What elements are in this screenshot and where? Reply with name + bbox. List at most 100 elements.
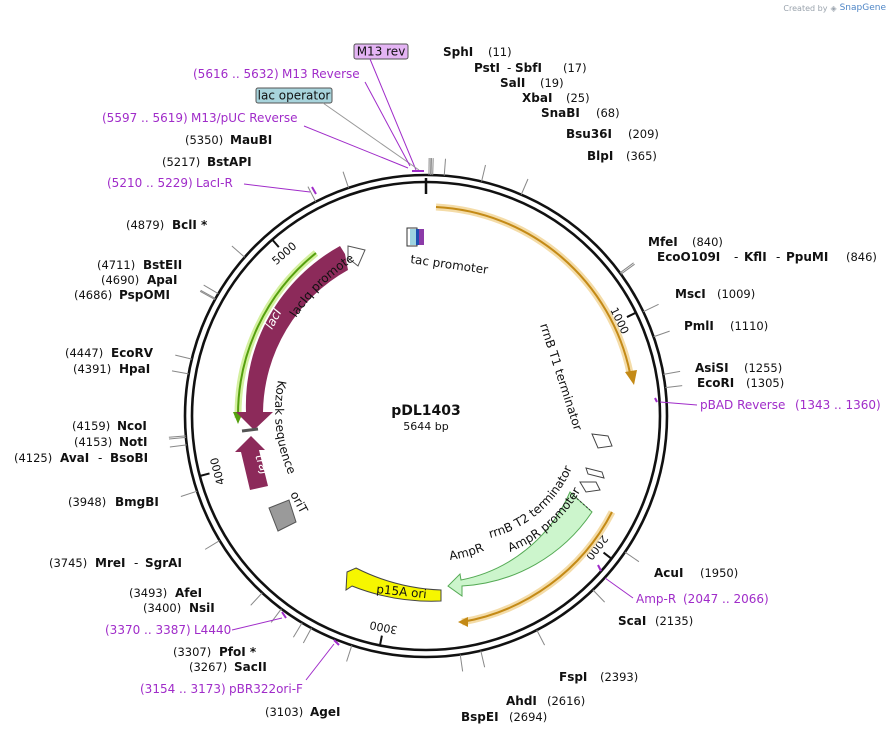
enzyme-NsiI[interactable]: (3400) NsiI <box>143 601 215 615</box>
primer-M13-Reverse[interactable]: (5616 .. 5632) M13 Reverse <box>193 67 360 81</box>
enzyme-BlpI[interactable]: BlpI (365) <box>587 149 657 163</box>
primer-M13-pUC-Reverse[interactable]: (5597 .. 5619) M13/pUC Reverse <box>102 111 298 125</box>
enzyme-site-tick <box>169 444 187 448</box>
enzyme-name: ApaI <box>147 273 177 287</box>
enzyme-AfeI[interactable]: (3493) AfeI <box>129 586 202 600</box>
enzyme-position: (4879) <box>126 218 164 232</box>
enzyme-name: BsoBI <box>110 451 148 465</box>
primer-name: L4440 <box>194 623 231 637</box>
feature-label-tac-promoter: tac promoter <box>410 252 489 277</box>
enzyme-position: (2694) <box>509 710 547 724</box>
plasmid-size: 5644 bp <box>403 420 448 433</box>
enzyme-position: (68) <box>596 106 620 120</box>
enzyme-name: MreI <box>95 556 125 570</box>
enzyme-position: (4159) <box>72 419 110 433</box>
primer-LacI-R[interactable]: (5210 .. 5229) LacI-R <box>107 176 233 190</box>
enzyme-BclI[interactable]: (4879) BclI * <box>126 218 208 232</box>
enzyme-SalI[interactable]: SalI (19) <box>500 76 564 90</box>
enzyme-ApaI[interactable]: (4690) ApaI <box>101 273 177 287</box>
enzyme-AvaI-BsoBI[interactable]: (4125) AvaI - BsoBI <box>14 451 148 465</box>
enzyme-BstEII[interactable]: (4711) BstEII <box>97 258 182 272</box>
enzyme-MreI-SgrAI[interactable]: (3745) MreI - SgrAI <box>49 556 182 570</box>
enzyme-site-tick <box>624 551 640 563</box>
separator: - <box>776 250 780 264</box>
enzyme-NcoI[interactable]: (4159) NcoI <box>72 419 147 433</box>
box-lac-operator[interactable]: lac operator <box>255 87 333 104</box>
feature-label-kozak: Kozak sequence <box>272 379 299 476</box>
enzyme-EcoO109I-KflI-PpuMI[interactable]: EcoO109I - KflI - PpuMI (846) <box>657 250 877 264</box>
enzyme-site-tick <box>204 540 220 550</box>
primer-pBR322ori-F[interactable]: (3154 .. 3173) pBR322ori-F <box>140 682 303 696</box>
enzyme-leader-lines <box>168 158 683 672</box>
primer-pBAD-Reverse[interactable]: pBAD Reverse (1343 .. 1360) <box>700 398 881 412</box>
enzyme-site-tick <box>620 263 635 275</box>
enzyme-AhdI[interactable]: AhdI (2616) <box>506 694 585 708</box>
created-by-text: Created by <box>783 3 828 13</box>
enzyme-site-tick <box>203 284 219 295</box>
enzyme-site-tick <box>346 645 353 662</box>
enzyme-MfeI[interactable]: MfeI (840) <box>648 235 723 249</box>
enzyme-MauBI[interactable]: (5350) MauBI <box>185 133 272 147</box>
feature-tac-orf-arrow <box>435 203 637 385</box>
enzyme-site-tick <box>231 245 246 258</box>
enzyme-AgeI[interactable]: (3103) AgeI <box>265 705 340 719</box>
enzyme-name: SacII <box>234 660 267 674</box>
feature-p15A-ori: p15A ori <box>345 567 442 602</box>
enzyme-XbaI[interactable]: XbaI (25) <box>522 91 590 105</box>
enzyme-site-tick <box>480 650 486 668</box>
enzyme-EcoRV[interactable]: (4447) EcoRV <box>65 346 154 360</box>
enzyme-AsiSI[interactable]: AsiSI (1255) <box>695 361 782 375</box>
enzyme-site-tick <box>520 178 529 195</box>
enzyme-PmlI[interactable]: PmlI (1110) <box>684 319 768 333</box>
enzyme-FspI[interactable]: FspI (2393) <box>559 670 638 684</box>
feature-traJ: traJ <box>235 436 273 490</box>
enzyme-position: (19) <box>540 76 564 90</box>
enzyme-name: FspI <box>559 670 587 684</box>
enzyme-name: SbfI <box>515 61 542 75</box>
enzyme-position: (1110) <box>730 319 768 333</box>
enzyme-name: EcoRV <box>111 346 154 360</box>
enzyme-name: BmgBI <box>115 495 159 509</box>
enzyme-position: (3267) <box>189 660 227 674</box>
separator: - <box>734 250 738 264</box>
enzyme-position: (840) <box>692 235 723 249</box>
primer-L4440[interactable]: (3370 .. 3387) L4440 <box>105 623 231 637</box>
enzyme-SacII[interactable]: (3267) SacII <box>189 660 267 674</box>
enzyme-BspEI[interactable]: BspEI (2694) <box>461 710 547 724</box>
enzyme-PstI-SbfI[interactable]: PstI - SbfI (17) <box>474 61 587 75</box>
enzyme-NotI[interactable]: (4153) NotI <box>74 435 148 449</box>
enzyme-site-tick <box>171 370 189 375</box>
enzyme-BstAPI[interactable]: (5217) BstAPI <box>162 155 252 169</box>
primer-labels: (5616 .. 5632) M13 Reverse (5597 .. 5619… <box>102 67 881 696</box>
enzyme-name: AhdI <box>506 694 537 708</box>
enzyme-name: Bsu36I <box>566 127 612 141</box>
primer-Amp-R[interactable]: Amp-R (2047 .. 2066) <box>636 592 769 606</box>
enzyme-BmgBI[interactable]: (3948) BmgBI <box>68 495 159 509</box>
box-m13-rev[interactable]: M13 rev <box>353 43 409 60</box>
enzyme-MscI[interactable]: MscI (1009) <box>675 287 755 301</box>
primer-name: LacI-R <box>196 176 233 190</box>
enzyme-site-tick <box>302 627 312 644</box>
enzyme-HpaI[interactable]: (4391) HpaI <box>73 362 150 376</box>
enzyme-position: (1255) <box>744 361 782 375</box>
enzyme-name: PfoI * <box>219 645 257 659</box>
enzyme-position: (3307) <box>173 645 211 659</box>
enzyme-position: (4686) <box>74 288 112 302</box>
enzyme-site-tick <box>481 164 486 182</box>
enzyme-PfoI[interactable]: (3307) PfoI * <box>173 645 257 659</box>
enzyme-name: NotI <box>119 435 148 449</box>
enzyme-name: PpuMI <box>786 250 828 264</box>
feature-tac-promoter <box>406 227 424 247</box>
enzyme-name: AcuI <box>654 566 683 580</box>
enzyme-name: KflI <box>744 250 767 264</box>
enzyme-SnaBI[interactable]: SnaBI (68) <box>541 106 620 120</box>
enzyme-AcuI[interactable]: AcuI (1950) <box>654 566 738 580</box>
enzyme-EcoRI[interactable]: EcoRI (1305) <box>697 376 784 390</box>
tick-label: 4000 <box>208 456 228 486</box>
enzyme-SphI[interactable]: SphI (11) <box>443 45 512 59</box>
enzyme-ScaI[interactable]: ScaI (2135) <box>618 614 693 628</box>
primer-position: (1343 .. 1360) <box>795 398 881 412</box>
enzyme-Bsu36I[interactable]: Bsu36I (209) <box>566 127 659 141</box>
enzyme-PspOMI[interactable]: (4686) PspOMI <box>74 288 170 302</box>
